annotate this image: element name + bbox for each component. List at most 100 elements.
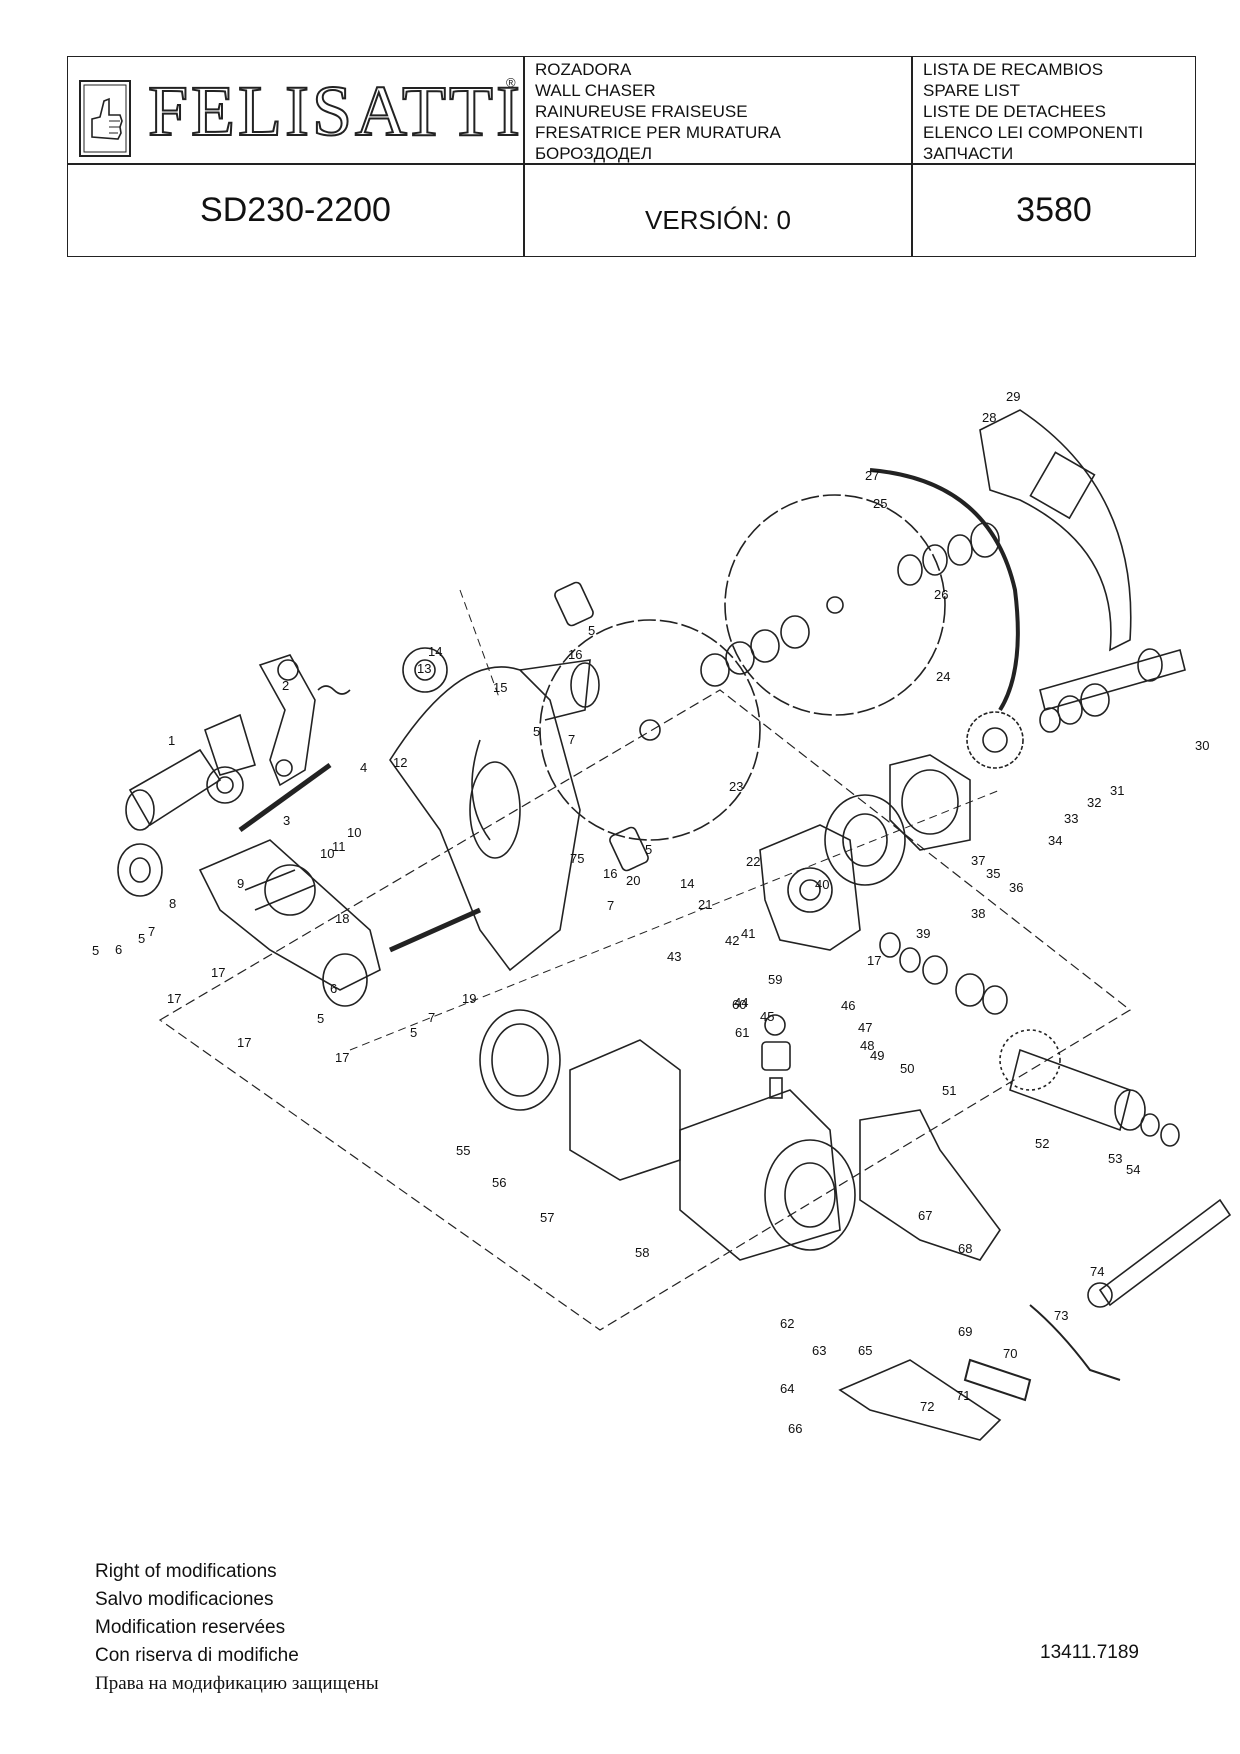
part-label: 74 [1090, 1264, 1104, 1279]
part-label: 6 [330, 981, 337, 996]
footer-note: Права на модификацию защищены [95, 1673, 379, 1694]
part-label: 17 [335, 1050, 349, 1065]
part-label: 13 [417, 661, 431, 676]
part-label: 38 [971, 906, 985, 921]
part-label: 5 [410, 1025, 417, 1040]
part-label: 65 [858, 1343, 872, 1358]
part-label: 35 [986, 866, 1000, 881]
part-label: 59 [768, 972, 782, 987]
part-label: 7 [568, 732, 575, 747]
part-label: 3 [283, 813, 290, 828]
part-label: 1 [168, 733, 175, 748]
part-label: 48 [860, 1038, 874, 1053]
part-label: 8 [169, 896, 176, 911]
part-label: 64 [780, 1381, 794, 1396]
part-label: 42 [725, 933, 739, 948]
registered-mark: ® [506, 75, 516, 90]
part-label: 73 [1054, 1308, 1068, 1323]
model-number: SD230-2200 [200, 191, 391, 229]
part-label: 51 [942, 1083, 956, 1098]
part-label: 7 [428, 1010, 435, 1025]
part-label: 32 [1087, 795, 1101, 810]
part-label: 75 [570, 851, 584, 866]
part-label: 17 [867, 953, 881, 968]
part-label: 7 [607, 898, 614, 913]
divider [523, 57, 525, 256]
product-names: ROZADORA WALL CHASER RAINUREUSE FRAISEUS… [535, 59, 781, 164]
part-label: 56 [492, 1175, 506, 1190]
part-label: 28 [982, 410, 996, 425]
part-label: 33 [1064, 811, 1078, 826]
part-drawings [117, 409, 1232, 1441]
part-label: 24 [936, 669, 950, 684]
footer-note: Salvo modificaciones [95, 1589, 274, 1610]
part-label: 25 [873, 496, 887, 511]
part-label: 16 [603, 866, 617, 881]
part-label: 62 [780, 1316, 794, 1331]
part-label: 17 [237, 1035, 251, 1050]
brand-name: FELISATTI [147, 71, 523, 151]
list-title: ЗАПЧАСТИ [923, 144, 1014, 163]
part-label: 9 [237, 876, 244, 891]
part-label: 70 [1003, 1346, 1017, 1361]
part-label: 18 [335, 911, 349, 926]
part-label: 23 [729, 779, 743, 794]
document-number: 13411.7189 [1040, 1642, 1139, 1663]
part-label: 47 [858, 1020, 872, 1035]
footer-notes: Right of modifications Salvo modificacio… [95, 1558, 379, 1698]
part-label: 52 [1035, 1136, 1049, 1151]
part-label: 17 [211, 965, 225, 980]
footer-note: Con riserva di modifiche [95, 1645, 299, 1666]
part-label: 12 [393, 755, 407, 770]
exploded-parts-diagram: 1 2 3 4 5 5 5 5 5 5 5 6 6 7 7 7 7 8 9 10… [92, 389, 1232, 1441]
header-table: FELISATTI ® ROZADORA WALL CHASER RAINURE… [67, 56, 1196, 257]
part-label: 10 [347, 825, 361, 840]
part-label: 53 [1108, 1151, 1122, 1166]
part-label: 30 [1195, 738, 1209, 753]
part-label: 5 [645, 842, 652, 857]
part-label: 14 [680, 876, 694, 891]
part-label: 54 [1126, 1162, 1140, 1177]
part-label: 63 [812, 1343, 826, 1358]
part-label: 7 [148, 924, 155, 939]
part-label: 58 [635, 1245, 649, 1260]
part-label: 43 [667, 949, 681, 964]
part-label: 72 [920, 1399, 934, 1414]
part-label: 39 [916, 926, 930, 941]
part-label: 37 [971, 853, 985, 868]
part-label: 40 [815, 877, 829, 892]
part-label: 27 [865, 468, 879, 483]
part-label: 4 [360, 760, 367, 775]
footer-note: Right of modifications [95, 1561, 277, 1582]
part-label: 5 [533, 724, 540, 739]
part-label: 34 [1048, 833, 1062, 848]
list-title: LISTA DE RECAMBIOS [923, 60, 1104, 79]
product-name: БОРОЗДОДЕЛ [535, 144, 653, 163]
part-label: 5 [138, 931, 145, 946]
version-label: VERSIÓN: 0 [645, 205, 791, 235]
part-label: 57 [540, 1210, 554, 1225]
part-label: 67 [918, 1208, 932, 1223]
footer-note: Modification reservées [95, 1617, 286, 1638]
part-label: 5 [588, 623, 595, 638]
brand-logo: FELISATTI ® [78, 71, 521, 171]
divider [911, 57, 913, 256]
part-label: 15 [493, 680, 507, 695]
part-label: 68 [958, 1241, 972, 1256]
part-label: 61 [735, 1025, 749, 1040]
part-label: 5 [317, 1011, 324, 1026]
part-label: 46 [841, 998, 855, 1013]
product-name: FRESATRICE PER MURATURA [535, 123, 781, 142]
part-label: 29 [1006, 389, 1020, 404]
part-label: 21 [698, 897, 712, 912]
part-label: 16 [568, 647, 582, 662]
part-label: 50 [900, 1061, 914, 1076]
part-label: 19 [462, 991, 476, 1006]
part-label: 45 [760, 1009, 774, 1024]
part-label: 26 [934, 587, 948, 602]
part-label: 36 [1009, 880, 1023, 895]
part-label: 66 [788, 1421, 802, 1436]
product-name: WALL CHASER [535, 81, 656, 100]
product-name: ROZADORA [535, 60, 632, 79]
part-label: 41 [741, 926, 755, 941]
